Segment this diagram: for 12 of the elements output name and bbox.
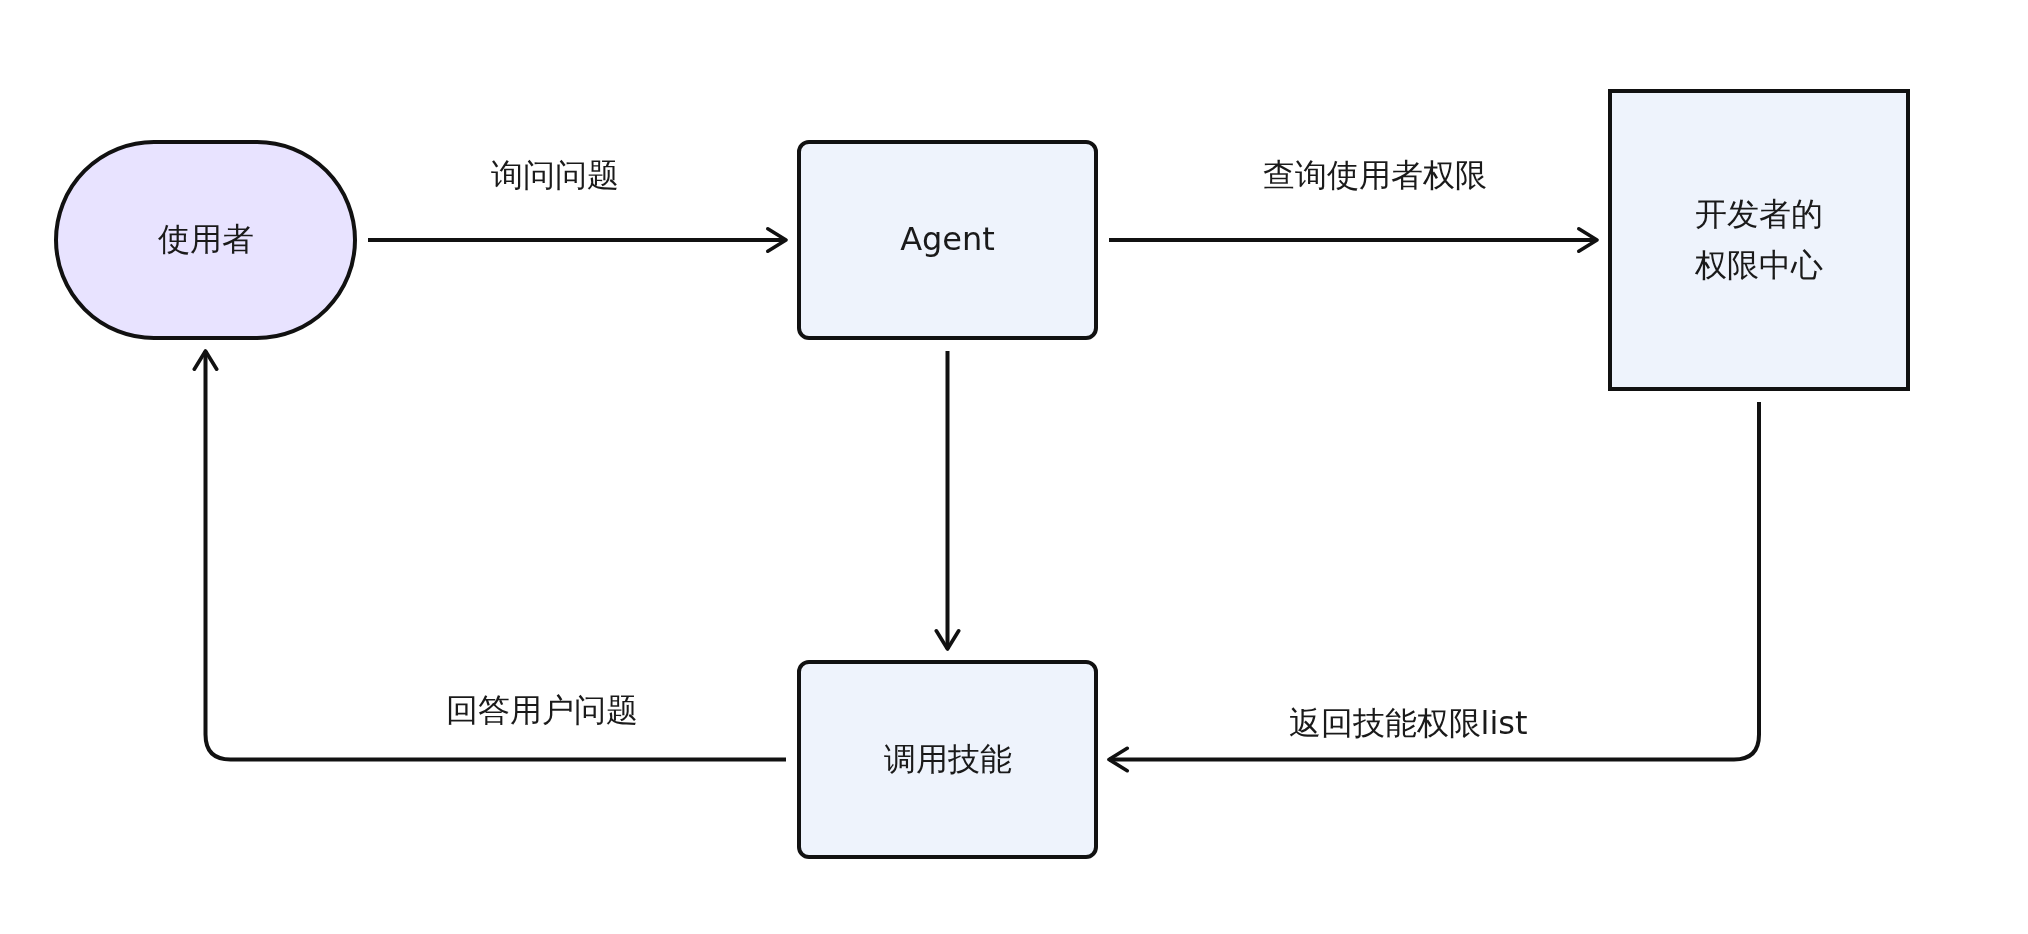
arrow — [1109, 227, 1599, 253]
node-label: 开发者的权限中心 — [1694, 193, 1824, 286]
arrow — [368, 227, 788, 253]
arrow — [1107, 402, 1761, 773]
node-label: Agent — [900, 219, 995, 261]
node-label: 调用技能 — [883, 738, 1012, 780]
arrow — [192, 349, 786, 762]
node-label: 使用者 — [157, 219, 254, 261]
process-box — [797, 140, 1098, 340]
arrow — [934, 351, 961, 651]
process-box — [1608, 89, 1910, 391]
process-box — [797, 660, 1098, 859]
